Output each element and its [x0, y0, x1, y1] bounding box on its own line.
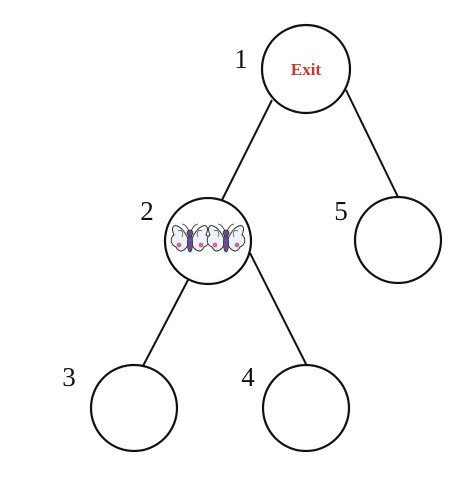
tree-node-3: 3 [62, 362, 179, 453]
node-circle-4 [261, 363, 351, 453]
node-number-2: 2 [140, 196, 154, 226]
node-circle-3 [89, 363, 179, 453]
edge-2-4 [249, 252, 308, 367]
node-circle-1 [260, 23, 352, 115]
node-number-4: 4 [241, 362, 255, 392]
tree-node-2: 2 [140, 196, 253, 286]
tree-node-5: 5 [334, 195, 443, 285]
node-circle-5 [353, 195, 443, 285]
node-number-3: 3 [62, 362, 76, 392]
butterfly-icon [206, 223, 246, 253]
butterfly-group [170, 223, 246, 253]
edge-1-5 [345, 89, 399, 198]
exit-label: Exit [291, 60, 322, 79]
butterfly-icon [170, 223, 210, 253]
node-number-1: 1 [234, 44, 248, 74]
edge-2-3 [142, 279, 189, 367]
tree-node-4: 4 [241, 362, 351, 453]
tree-edges [142, 89, 399, 367]
edge-1-2 [221, 99, 273, 201]
node-number-5: 5 [334, 196, 348, 226]
tree-node-1: Exit 1 [234, 23, 352, 115]
